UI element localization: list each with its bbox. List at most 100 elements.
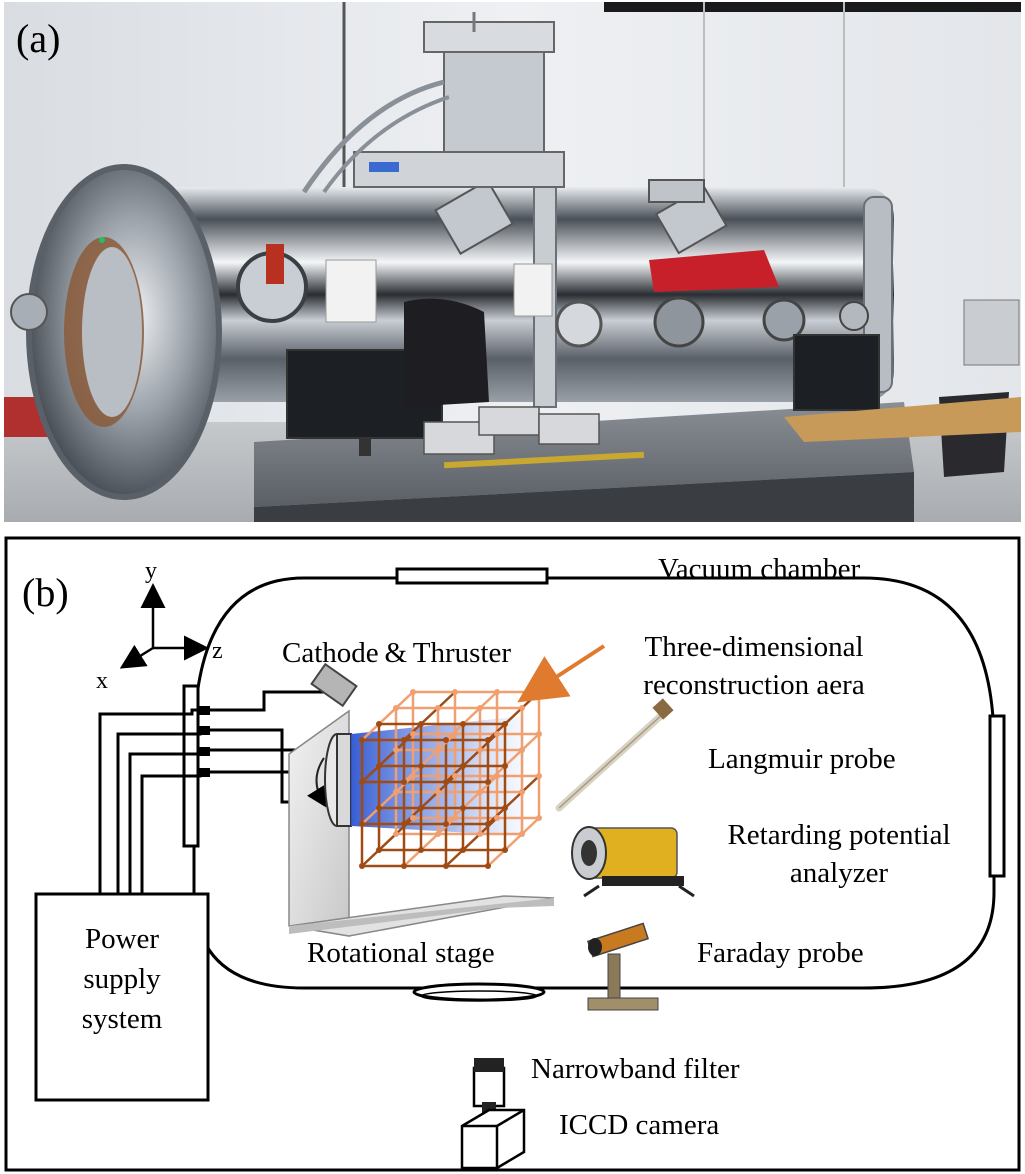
reconstruction-label-1: Three-dimensional [644,631,863,663]
grid-node [502,763,508,769]
iccd-camera-label: ICCD camera [559,1109,719,1141]
grid-node [477,789,483,795]
grid-node [435,705,441,711]
grid-node [460,763,466,769]
grid-node [359,779,365,785]
schematic-diagram: y z x (b) Power supply system [4,536,1021,1172]
iccd-camera [460,1058,526,1170]
grid-node [376,721,382,727]
power-supply-box [34,892,210,1102]
grid-node [401,821,407,827]
grid-node [452,815,458,821]
grid-node [502,721,508,727]
grid-node [460,721,466,727]
cathode-device [310,662,358,708]
photo-panel: (a) [4,2,1021,522]
power-supply-label-2: supply [83,963,161,995]
grid-node [494,773,500,779]
left-flange [182,684,200,848]
rpa-label-2: analyzer [790,857,889,889]
right-flange [988,714,1006,878]
grid-node [376,805,382,811]
axis-y-label: y [145,558,157,584]
grid-node [435,789,441,795]
top-flange [395,567,549,585]
grid-node [536,773,542,779]
vacuum-chamber-outline [192,576,996,990]
faraday-probe-label: Faraday probe [697,937,864,969]
grid-node [452,773,458,779]
grid-node [485,821,491,827]
grid-node [502,805,508,811]
grid-node [376,847,382,853]
grid-node [418,805,424,811]
grid-node [460,805,466,811]
grid-node [477,747,483,753]
langmuir-probe-label: Langmuir probe [708,743,896,775]
bottom-window [412,982,546,1002]
grid-node [519,705,525,711]
grid-node [536,731,542,737]
grid-node [410,731,416,737]
vacuum-chamber-label: Vacuum chamber [658,553,860,585]
grid-node [410,773,416,779]
rpa-label-1: Retarding potential [727,819,950,851]
grid-node [494,731,500,737]
grid-node [359,863,365,869]
thruster-device [307,733,352,827]
lab-photo: (a) [4,2,1021,522]
axis-z-label: z [212,638,223,664]
reconstruction-arrow [517,644,606,703]
power-supply-label-1: Power [85,923,159,955]
grid-node [418,763,424,769]
grid-node [393,831,399,837]
reconstruction-label-2: reconstruction aera [643,669,865,701]
grid-node [477,705,483,711]
grid-node [359,821,365,827]
grid-node [477,831,483,837]
grid-node [359,737,365,743]
grid-node [443,821,449,827]
grid-node [519,831,525,837]
grid-node [494,815,500,821]
grid-node [485,737,491,743]
grid-node [443,779,449,785]
grid-node [401,863,407,869]
grid-node [443,863,449,869]
axis-x-label: x [96,668,108,694]
grid-line [487,817,540,867]
coordinate-axes: y z x [96,558,223,694]
grid-node [485,779,491,785]
rotational-stage-label: Rotational stage [307,937,495,969]
grid-node [418,847,424,853]
grid-node [536,815,542,821]
grid-node [401,779,407,785]
panel-a-label: (a) [16,16,60,61]
grid-node [410,689,416,695]
grid-node [393,747,399,753]
rpa-device [571,826,695,898]
grid-node [452,689,458,695]
grid-line [361,691,414,741]
narrowband-filter-label: Narrowband filter [531,1053,740,1085]
grid-node [435,831,441,837]
diagram-panel: y z x (b) Power supply system [4,536,1021,1172]
grid-node [485,863,491,869]
grid-node [519,747,525,753]
panel-b-label: (b) [22,570,69,615]
faraday-probe [587,922,659,1011]
grid-node [460,847,466,853]
grid-node [393,705,399,711]
grid-node [401,737,407,743]
grid-node [376,763,382,769]
grid-node [418,721,424,727]
langmuir-probe [555,698,674,812]
grid-node [393,789,399,795]
grid-node [443,737,449,743]
grid-node [494,689,500,695]
grid-node [519,789,525,795]
power-supply-label-3: system [82,1003,163,1035]
grid-node [410,815,416,821]
cathode-thruster-label: Cathode & Thruster [282,637,511,669]
grid-node [452,731,458,737]
